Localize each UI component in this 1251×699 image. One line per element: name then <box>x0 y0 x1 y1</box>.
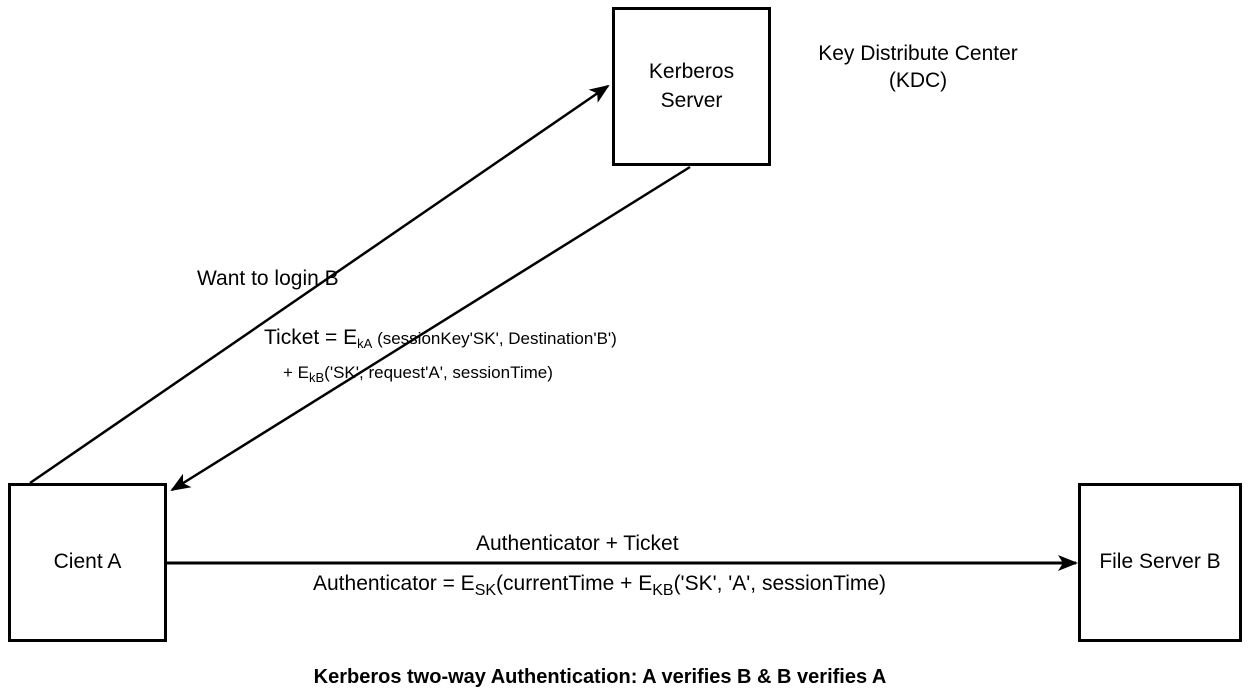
request-label: Want to login B <box>197 267 339 290</box>
ticket-line1-suffix: (sessionKey'SK', Destination'B') <box>372 329 617 348</box>
kerberos-server-label: Kerberos Server <box>648 60 735 112</box>
client-a-node: Cient A <box>8 483 167 642</box>
auth-def-suffix: ('SK', 'A', sessionTime) <box>673 572 887 595</box>
request-arrow <box>29 84 610 485</box>
ticket-line2-suffix: ('SK', request'A', sessionTime) <box>324 363 553 382</box>
ticket-return-arrow <box>170 165 691 492</box>
diagram-caption: Kerberos two-way Authentication: A verif… <box>313 666 887 688</box>
ticket-line1-prefix: Ticket = E <box>264 326 358 349</box>
auth-def-middle: (currentTime + E <box>496 572 653 595</box>
ticket-line2-prefix: + E <box>283 363 309 382</box>
auth-def-prefix: Authenticator = E <box>313 572 475 595</box>
auth-def-subscript-kb: KB <box>652 582 674 599</box>
kdc-annotation: Key Distribute Center (KDC) <box>818 42 1018 93</box>
ticket-line1-subscript: kA <box>357 336 373 351</box>
ticket-line2-subscript: kB <box>309 370 325 385</box>
kerberos-server-node: Kerberos Server <box>612 7 771 166</box>
client-a-label: Cient A <box>53 550 122 574</box>
ticket-label-line1: Ticket = EkA (sessionKey'SK', Destinatio… <box>264 325 617 350</box>
file-server-b-label: File Server B <box>1099 550 1221 574</box>
authenticator-definition-label: Authenticator = ESK(currentTime + EKB('S… <box>313 571 887 599</box>
authenticator-ticket-label: Authenticator + Ticket <box>476 532 679 555</box>
file-server-b-node: File Server B <box>1078 483 1242 642</box>
ticket-label-line2: + EkB('SK', request'A', sessionTime) <box>283 363 553 385</box>
auth-def-subscript-sk: SK <box>474 582 497 599</box>
